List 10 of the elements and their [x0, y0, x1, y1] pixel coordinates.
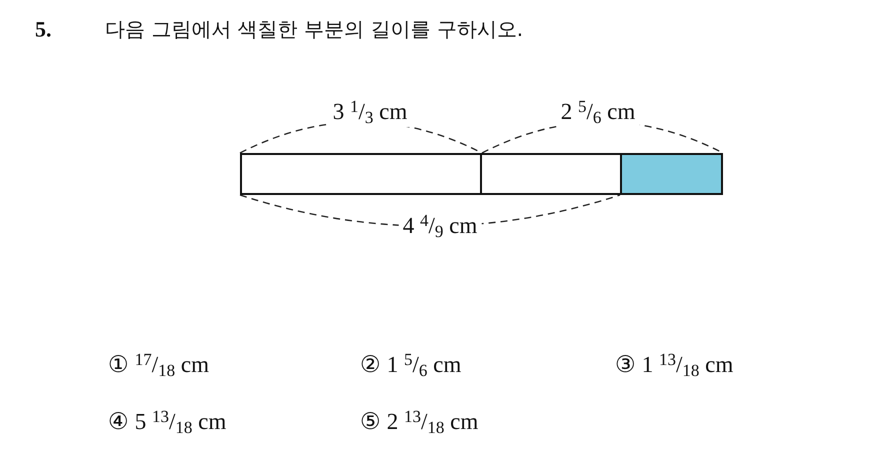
bar-segment [240, 153, 482, 195]
question-text: 다음 그림에서 색칠한 부분의 길이를 구하시오. [105, 16, 524, 43]
answer-choice: ⑤ 2 $^{13}$/$_{18}$ cm [360, 407, 478, 437]
question-number: 5. [35, 16, 52, 44]
answer-choice: ③ 1 $^{13}$/$_{18}$ cm [615, 350, 734, 380]
answer-choice: ② 1 $^{5}$/$_{6}$ cm [360, 350, 462, 380]
shaded-bar-segment [620, 153, 723, 195]
answer-choice: ① $^{17}$/$_{18}$ cm [108, 350, 209, 380]
bar-segment [480, 153, 622, 195]
answer-choice: ④ 5 $^{13}$/$_{18}$ cm [108, 407, 226, 437]
